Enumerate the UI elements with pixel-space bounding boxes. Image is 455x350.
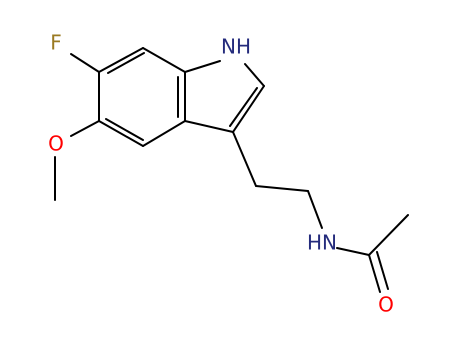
bond xyxy=(232,85,265,133)
bond xyxy=(107,52,145,74)
bonds xyxy=(54,47,409,293)
atom-labels: F O NH HN O xyxy=(48,31,394,317)
bond xyxy=(70,53,100,73)
bond xyxy=(255,185,309,192)
bond xyxy=(105,118,144,141)
bond xyxy=(336,247,370,256)
bond xyxy=(229,87,258,127)
bond xyxy=(244,63,265,87)
bond xyxy=(142,120,186,147)
bond xyxy=(368,214,409,256)
fluorine-label: F xyxy=(50,31,62,55)
bond xyxy=(98,47,144,73)
bond xyxy=(184,120,234,133)
bond xyxy=(368,254,381,293)
carbonyl-oxygen-label: O xyxy=(378,293,394,317)
methoxy-oxygen-label: O xyxy=(48,132,64,156)
bond xyxy=(184,60,221,73)
bond xyxy=(232,131,257,187)
bond xyxy=(142,47,186,73)
amide-nh-label: HN xyxy=(307,231,337,255)
bond xyxy=(307,190,323,229)
bond xyxy=(376,251,389,290)
bond xyxy=(70,120,100,137)
indole-nh-label: NH xyxy=(221,35,251,59)
bond xyxy=(98,120,144,147)
